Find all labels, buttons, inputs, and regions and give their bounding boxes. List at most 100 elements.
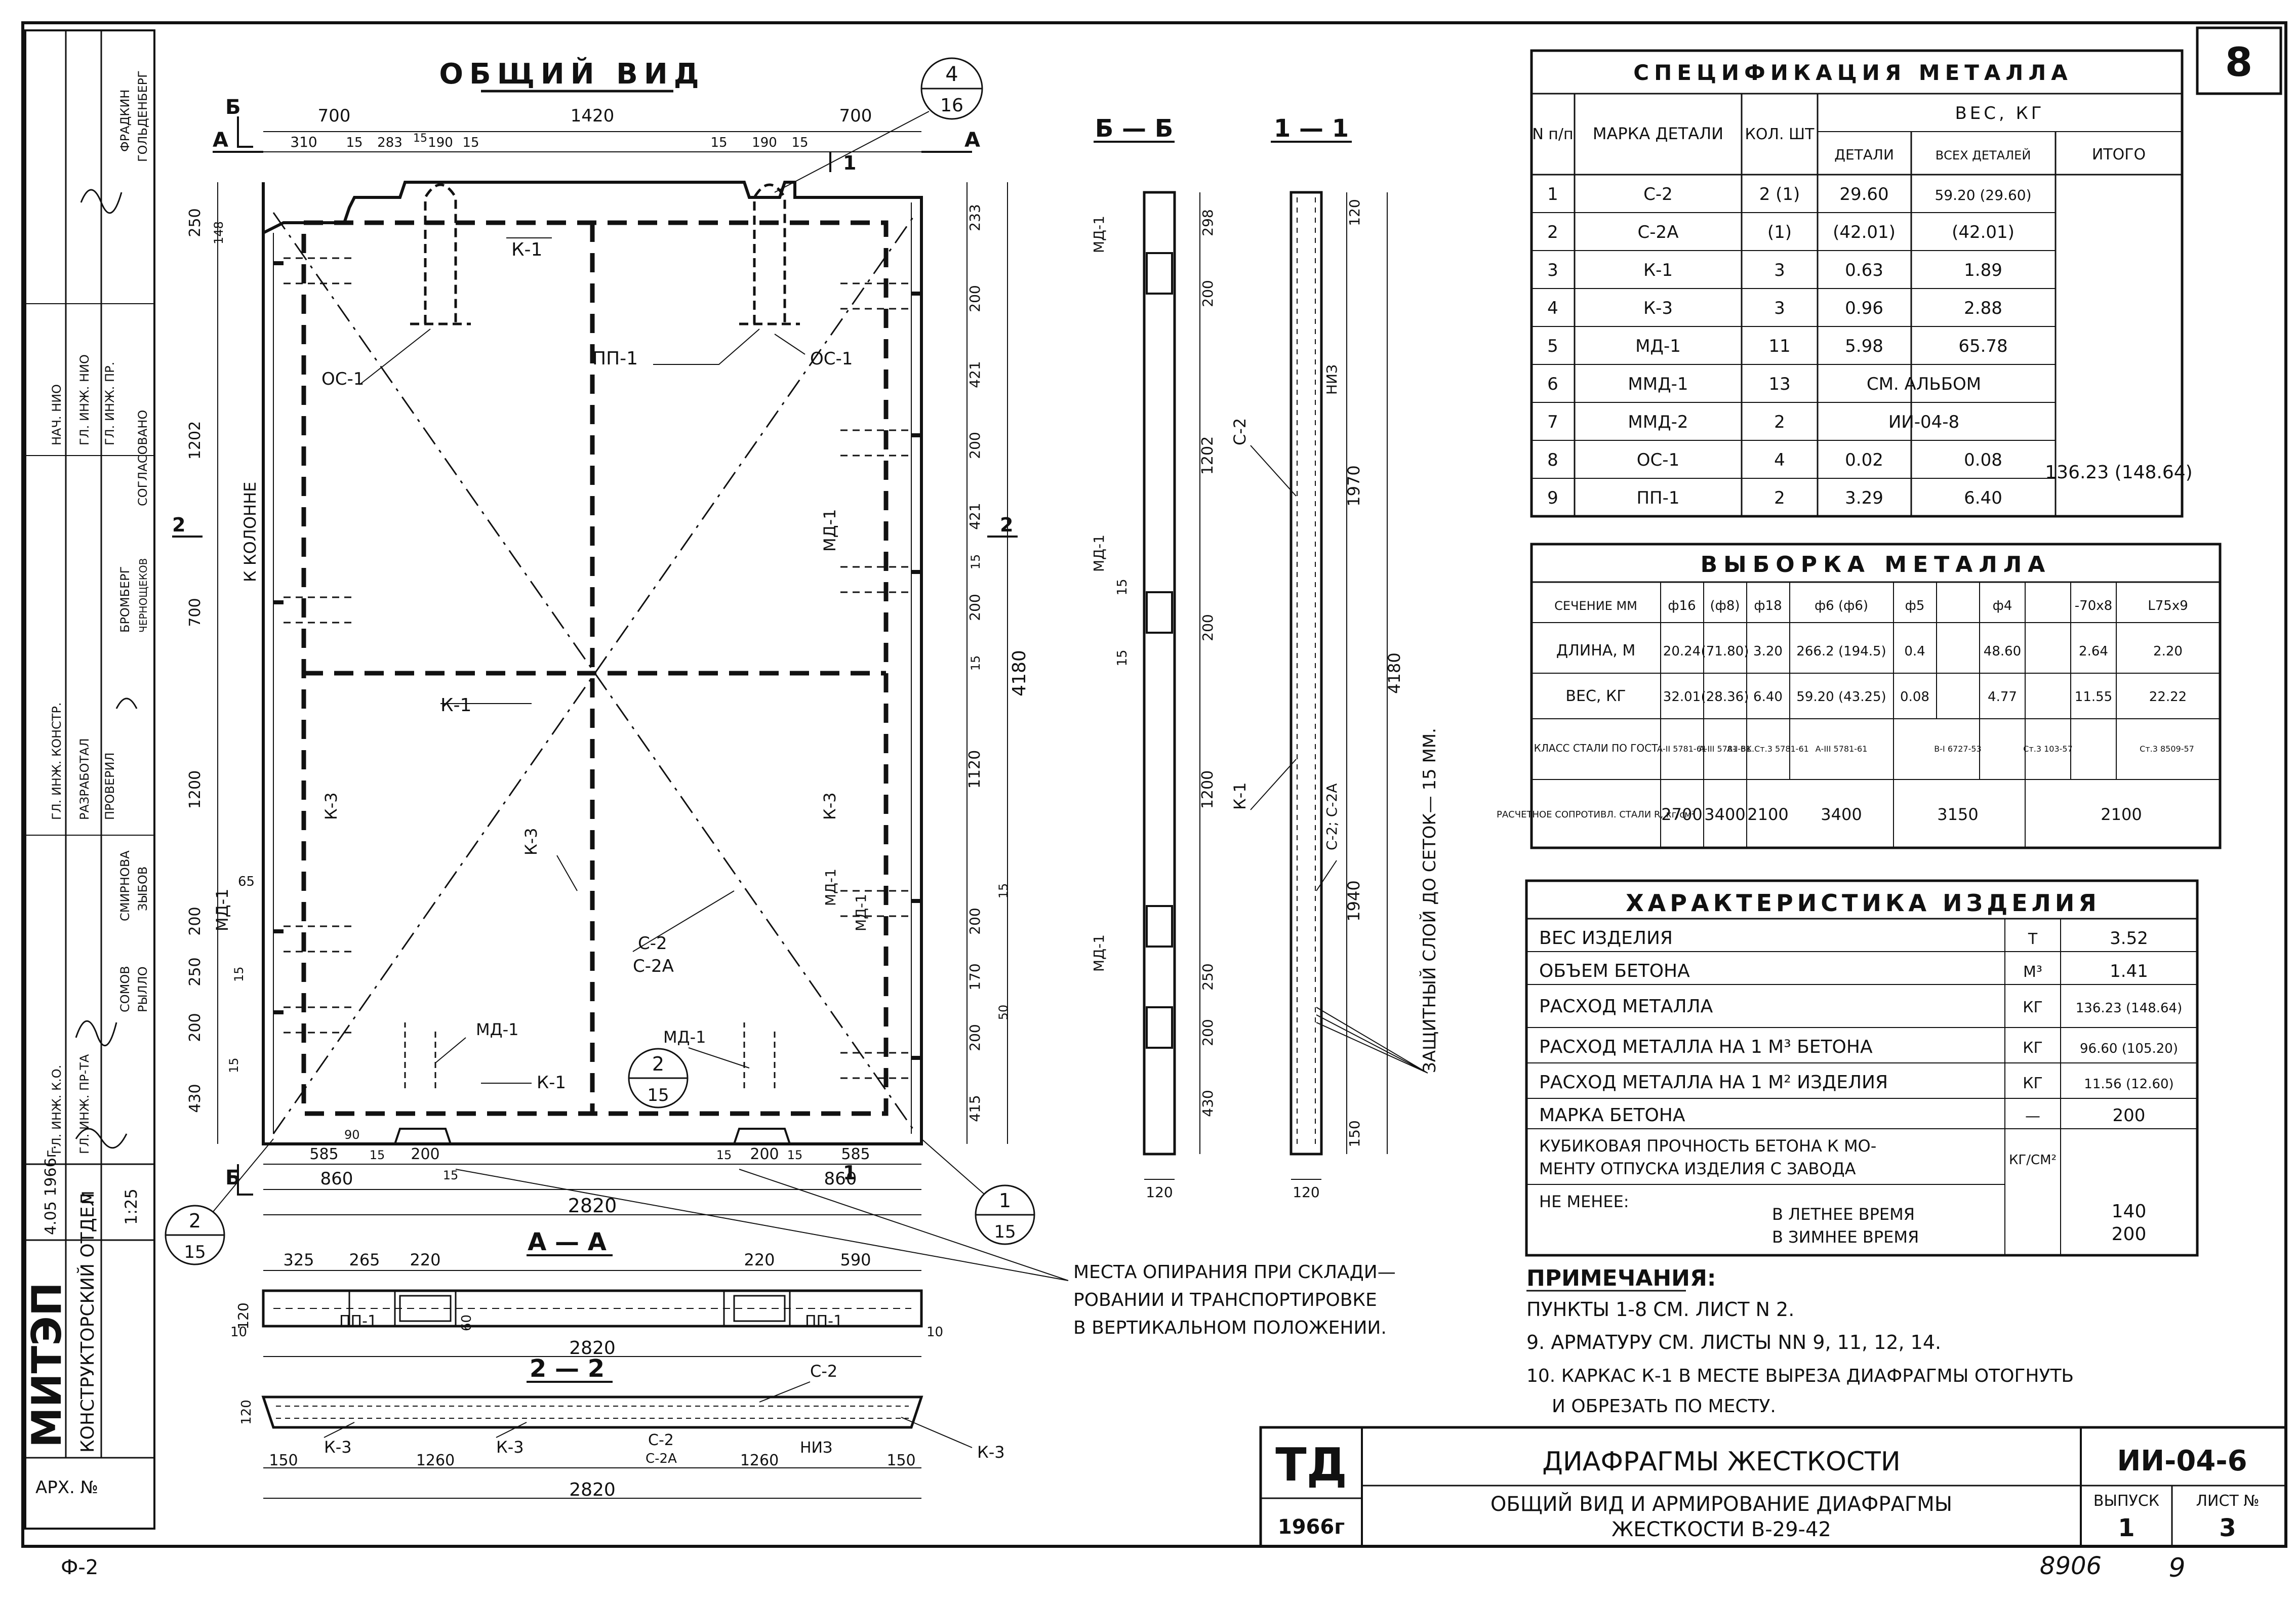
aa-label-pp1-right: ПП-1 xyxy=(805,1312,843,1330)
s22-dim-1: 1260 xyxy=(416,1452,455,1469)
support-note: МЕСТА ОПИРАНИЯ ПРИ СКЛАДИ— РОВАНИИ И ТРА… xyxy=(455,1169,1396,1338)
bb-dim-7: 250 xyxy=(1199,963,1216,990)
spec-h-mark: МАРКА ДЕТАЛИ xyxy=(1593,124,1723,143)
dim-top2-6: 15 xyxy=(710,135,727,150)
char-label-2: РАСХОД МЕТАЛЛА xyxy=(1539,996,1713,1017)
char-value-4: 11.56 (12.60) xyxy=(2084,1077,2173,1092)
section-aa-title: А — А xyxy=(528,1228,607,1256)
signatures xyxy=(75,189,138,1149)
label-md1-r3: МД-1 xyxy=(853,894,869,931)
char-unit-1: М³ xyxy=(2023,963,2042,981)
spec-cell-1-1: С-2А xyxy=(1638,222,1679,242)
stamp-year: 1966г xyxy=(1278,1515,1345,1539)
cut-b-top: Б xyxy=(225,96,241,119)
dim-top2-1: 15 xyxy=(346,135,362,150)
s11-label-niz: НИЗ xyxy=(1323,364,1340,395)
bb-dim-8: 200 xyxy=(1199,1019,1216,1046)
callout-2-num: 2 xyxy=(189,1210,201,1232)
char-summer: В ЛЕТНЕЕ ВРЕМЯ xyxy=(1772,1205,1915,1224)
section-22: 150 1260 1260 150 2820 120 К-3 К-3 С-2 С… xyxy=(239,1362,1005,1500)
spec-cell-3-1: К-3 xyxy=(1643,298,1673,318)
spec-cell-4-1: МД-1 xyxy=(1635,336,1681,356)
title-stamp: ТД 1966г ДИАФРАГМЫ ЖЕСТКОСТИ ОБЩИЙ ВИД И… xyxy=(1259,1426,2287,1548)
dim-right-2: 421 xyxy=(966,361,983,388)
s11-dim-3: 1940 xyxy=(1344,880,1363,921)
spec-cell-0-3: 29.60 xyxy=(1839,184,1888,204)
s22-label-k3-right: К-3 xyxy=(977,1443,1005,1462)
name-4: СМИРНОВА xyxy=(118,850,132,921)
role-2: ГЛ. ИНЖ. ПР. xyxy=(103,362,117,445)
spec-h-n: N п/п xyxy=(1532,126,1573,143)
stamp-sub1: ОБЩИЙ ВИД И АРМИРОВАНИЕ ДИАФРАГМЫ xyxy=(1491,1492,1952,1516)
sheet-number: 8 xyxy=(2225,40,2252,86)
aa-label-pp1-left: ПП-1 xyxy=(339,1312,377,1330)
char-cube-unit: КГ/СМ² xyxy=(2009,1153,2057,1168)
s22-label-k3-2: К-3 xyxy=(496,1437,524,1457)
dim-bot-4: 15 xyxy=(716,1148,732,1162)
bb-dim-2: 1202 xyxy=(1199,436,1217,475)
bottom-right-mark-1: 8906 xyxy=(2040,1552,2102,1580)
aa-dim-2: 220 xyxy=(410,1250,440,1269)
dim-bot-3: 15 xyxy=(443,1168,459,1182)
vyb-res-2: 2100 xyxy=(1747,805,1788,824)
vyb-col-6: ф4 xyxy=(1993,598,2012,613)
callout-2-sheet: 15 xyxy=(184,1242,206,1262)
spec-cell-6-0: 7 xyxy=(1547,412,1558,432)
dim-top2-2: 283 xyxy=(377,135,402,150)
role-5: РАЗРАБОТАЛ xyxy=(77,738,92,820)
dim-right-8: 1120 xyxy=(966,750,984,789)
vyb-res-0: 2700 xyxy=(1661,805,1702,824)
vyb-col-5: ф5 xyxy=(1905,598,1925,613)
support-note-1: РОВАНИИ И ТРАНСПОРТИРОВКЕ xyxy=(1073,1290,1377,1310)
vyb-cls-label: КЛАСС СТАЛИ ПО ГОСТ xyxy=(1534,742,1658,754)
vyb-w-3: 6.40 xyxy=(1753,689,1783,705)
label-k3-right: К-3 xyxy=(820,792,839,820)
spec-cell-1-3: (42.01) xyxy=(1833,222,1896,242)
spec-cell-0-2: 2 (1) xyxy=(1759,184,1800,204)
bb-dim-3: 15 xyxy=(1115,579,1130,595)
dim-left-5: 200 xyxy=(186,907,204,935)
section-22-title: 2 — 2 xyxy=(530,1354,605,1383)
sheet-number-box xyxy=(2196,26,2282,95)
aa-dim-3: 220 xyxy=(744,1250,775,1269)
vyb-col-0: СЕЧЕНИЕ ММ xyxy=(1554,599,1637,613)
s22-dim-3: 150 xyxy=(887,1452,915,1469)
role-3: СОГЛАСОВАНО xyxy=(136,410,150,506)
callouts: 4 16 2 15 2 15 1 15 xyxy=(165,57,1035,1265)
vyb-w-6: 4.77 xyxy=(1988,689,2017,705)
cut-1-bottom: 1 xyxy=(843,1162,856,1184)
spec-cell-0-4: 59.20 (29.60) xyxy=(1935,187,2031,203)
spec-cell-0-1: С-2 xyxy=(1643,184,1673,204)
spec-cell-4-4: 65.78 xyxy=(1958,336,2007,356)
char-unit-2: КГ xyxy=(2023,999,2043,1016)
vyb-w-8: 22.22 xyxy=(2149,689,2187,705)
vyb-len-3: 3.20 xyxy=(1753,644,1783,659)
dim-left-1: 148 xyxy=(212,221,226,244)
spec-cell-7-0: 8 xyxy=(1547,450,1558,470)
stamp-title: ДИАФРАГМЫ ЖЕСТКОСТИ xyxy=(1542,1447,1901,1477)
section-aa: 325 265 220 220 590 2820 120 10 60 10 ПП… xyxy=(230,1250,943,1359)
label-c2a: С-2А xyxy=(633,956,674,976)
char-label-0: ВЕС ИЗДЕЛИЯ xyxy=(1539,928,1673,949)
stamp-sub2: ЖЕСТКОСТИ В-29-42 xyxy=(1612,1518,1831,1541)
char-notless: НЕ МЕНЕЕ: xyxy=(1539,1192,1629,1211)
s22-dim-4: 2820 xyxy=(569,1480,616,1500)
label-c2: С-2 xyxy=(638,933,667,954)
dim-bot-6: 15 xyxy=(787,1148,803,1162)
bb-label-md1-mid: МД-1 xyxy=(1091,535,1107,572)
cut-a-left: А xyxy=(213,129,228,152)
vyb-w-4: 59.20 (43.25) xyxy=(1796,689,1886,705)
spec-cell-8-4: 6.40 xyxy=(1964,488,2002,508)
vyb-cls-3: А-III 5781-61 xyxy=(1816,744,1868,754)
dim-top-1: 1420 xyxy=(571,106,615,126)
s11-dim-4: 150 xyxy=(1346,1120,1363,1147)
s22-label-c2a: С-2А xyxy=(646,1451,677,1466)
spec-cell-2-1: К-1 xyxy=(1643,260,1673,280)
dim-right-0: 233 xyxy=(966,204,983,231)
vyb-res-5: 2100 xyxy=(2101,805,2142,824)
spec-cell-7-1: ОС-1 xyxy=(1637,450,1679,470)
s22-dim-0: 150 xyxy=(269,1452,298,1469)
date: 4.05 1966г. xyxy=(42,1145,60,1235)
